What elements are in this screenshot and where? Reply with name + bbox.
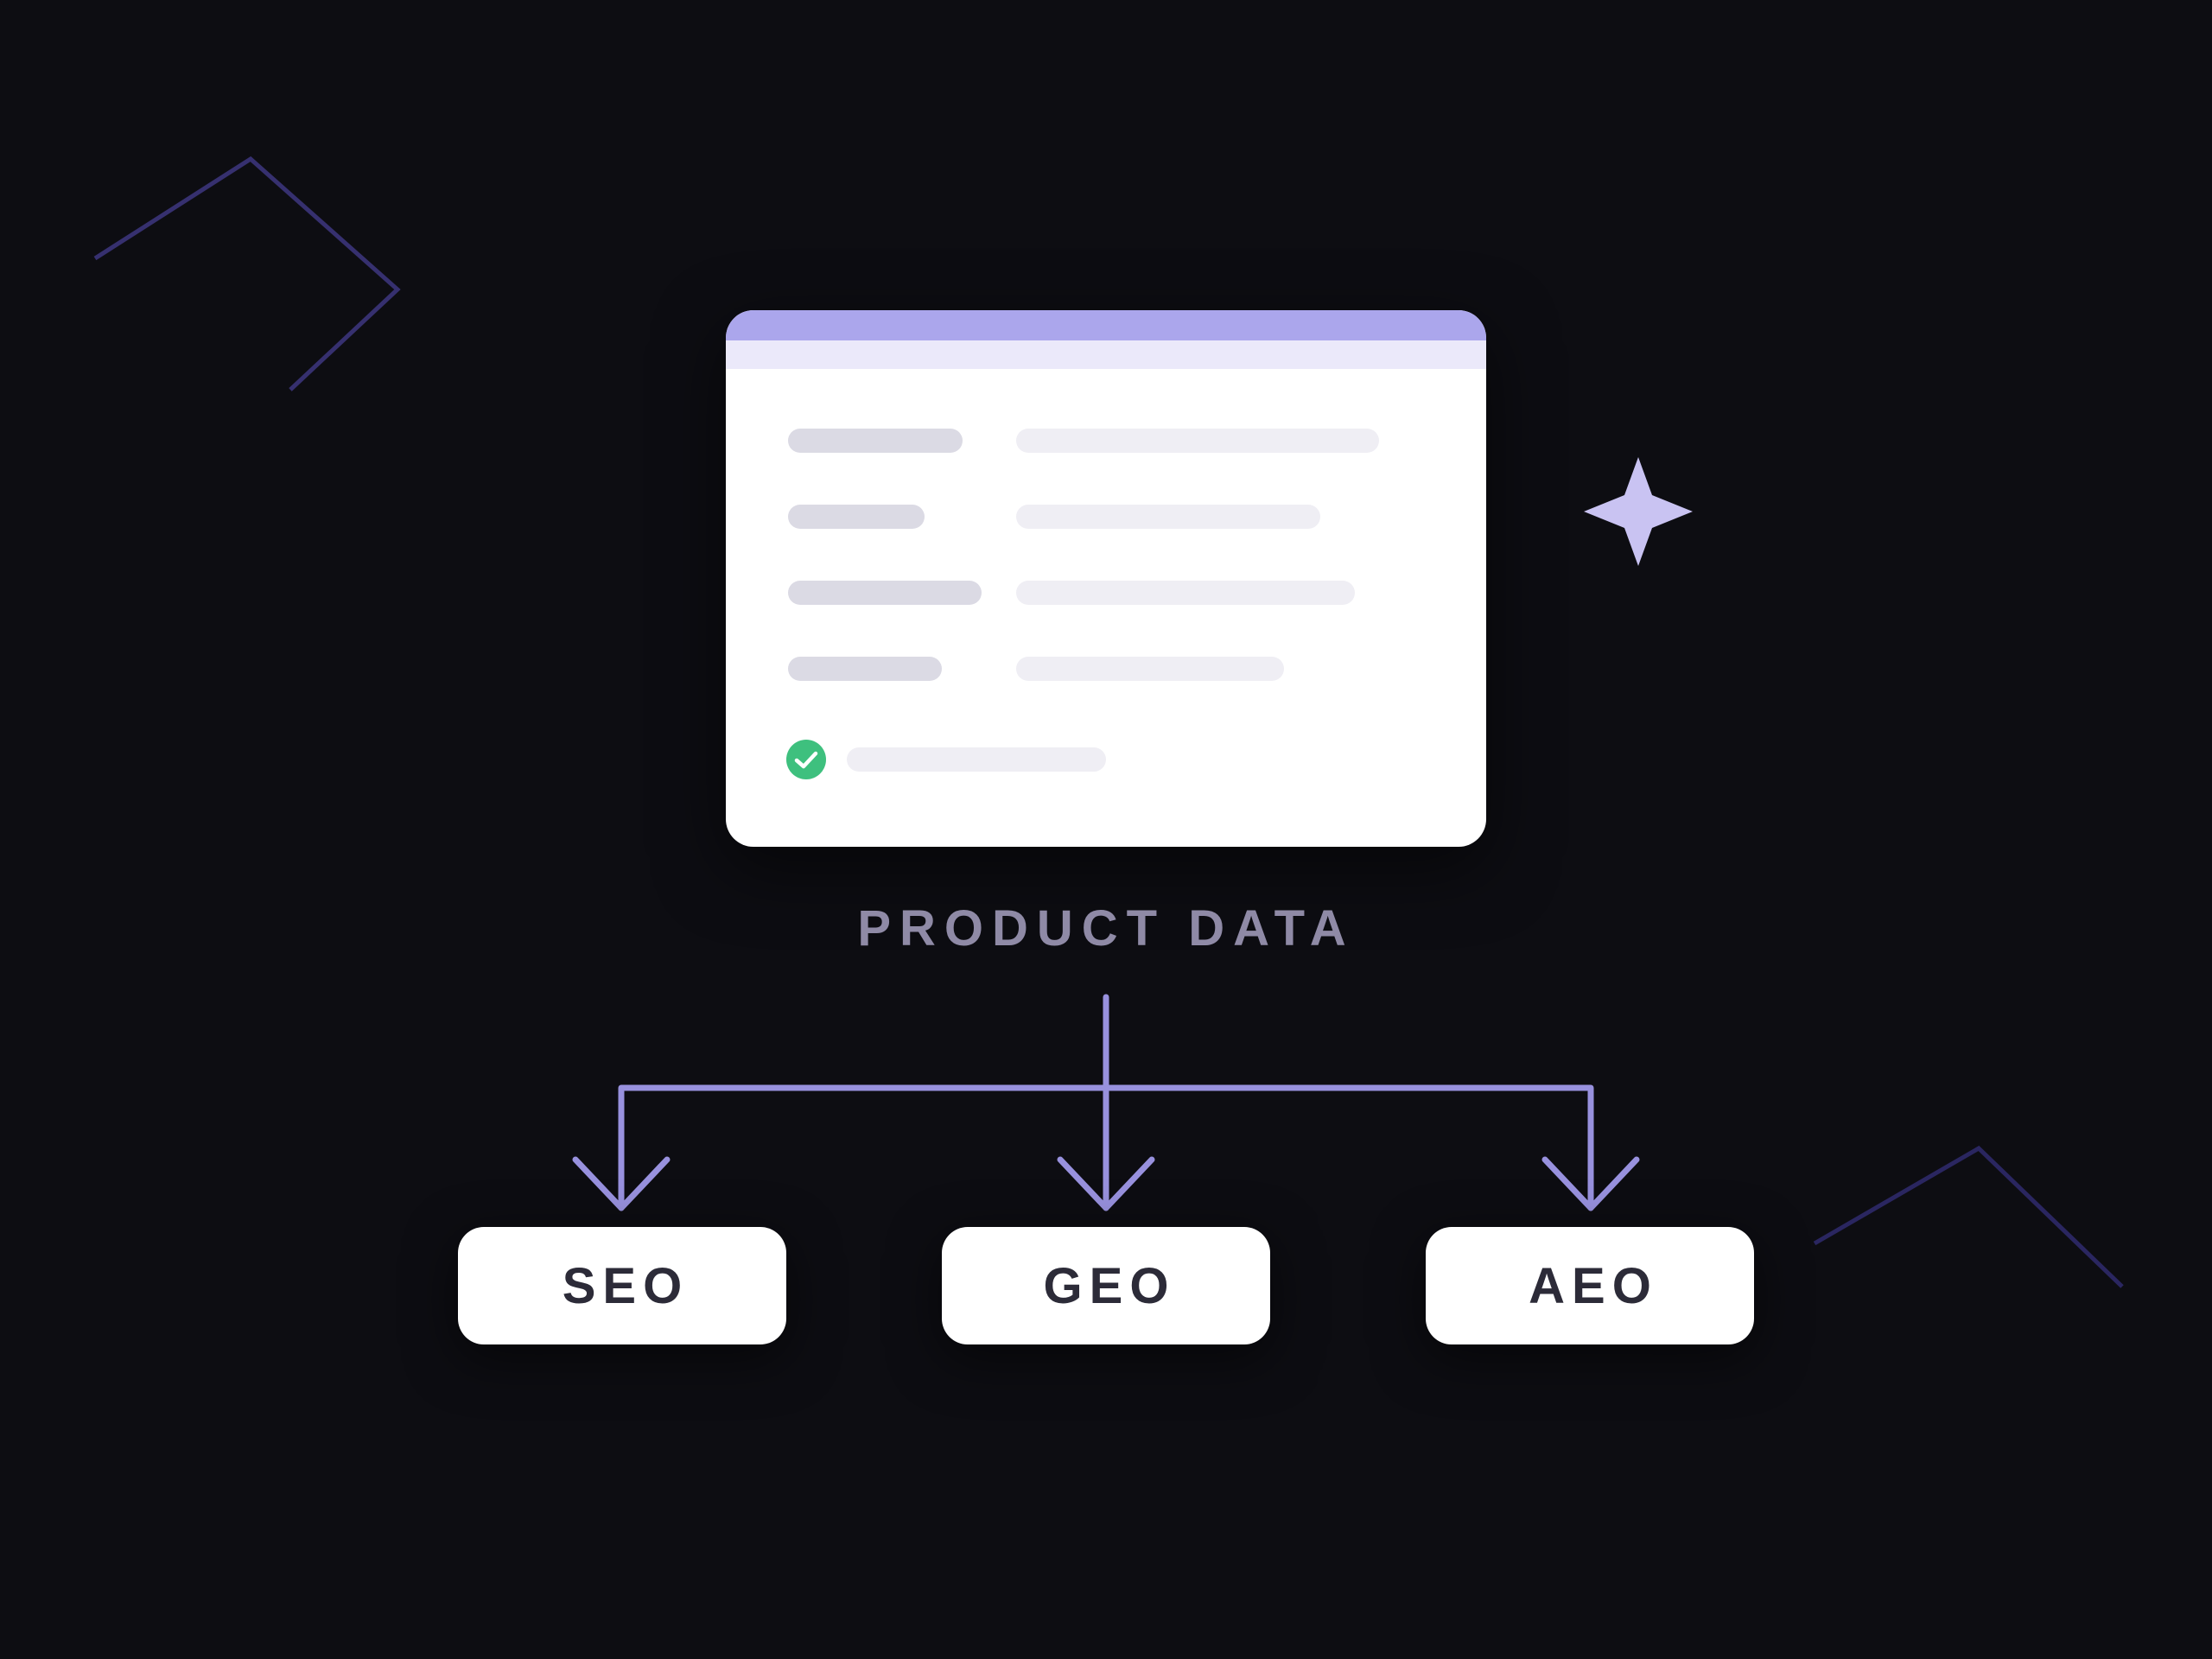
placeholder-value-2 bbox=[1016, 505, 1320, 529]
arrowhead-seo bbox=[572, 1156, 671, 1211]
check-circle-icon bbox=[786, 740, 826, 779]
placeholder-key-2 bbox=[788, 505, 925, 529]
product-data-label: PRODUCT DATA bbox=[857, 900, 1355, 957]
product-data-card bbox=[726, 310, 1486, 847]
placeholder-value-3 bbox=[1016, 581, 1355, 605]
card-header-bar bbox=[726, 310, 1486, 340]
arrowhead-aeo bbox=[1541, 1156, 1640, 1211]
decorative-chevron-top-left bbox=[93, 156, 401, 391]
placeholder-key-4 bbox=[788, 657, 942, 681]
placeholder-value-4 bbox=[1016, 657, 1284, 681]
connector-branch bbox=[618, 1084, 1594, 1211]
card-subheader-bar bbox=[726, 340, 1486, 369]
placeholder-value-1 bbox=[1016, 429, 1379, 453]
placeholder-status-line bbox=[847, 747, 1106, 772]
geo-box: GEO bbox=[942, 1227, 1270, 1344]
aeo-box: AEO bbox=[1426, 1227, 1754, 1344]
decorative-chevron-bottom-right bbox=[1813, 1145, 2124, 1288]
placeholder-key-3 bbox=[788, 581, 982, 605]
placeholder-key-1 bbox=[788, 429, 963, 453]
seo-box: SEO bbox=[458, 1227, 786, 1344]
arrowhead-geo bbox=[1057, 1156, 1155, 1211]
sparkle-icon bbox=[1584, 457, 1693, 566]
